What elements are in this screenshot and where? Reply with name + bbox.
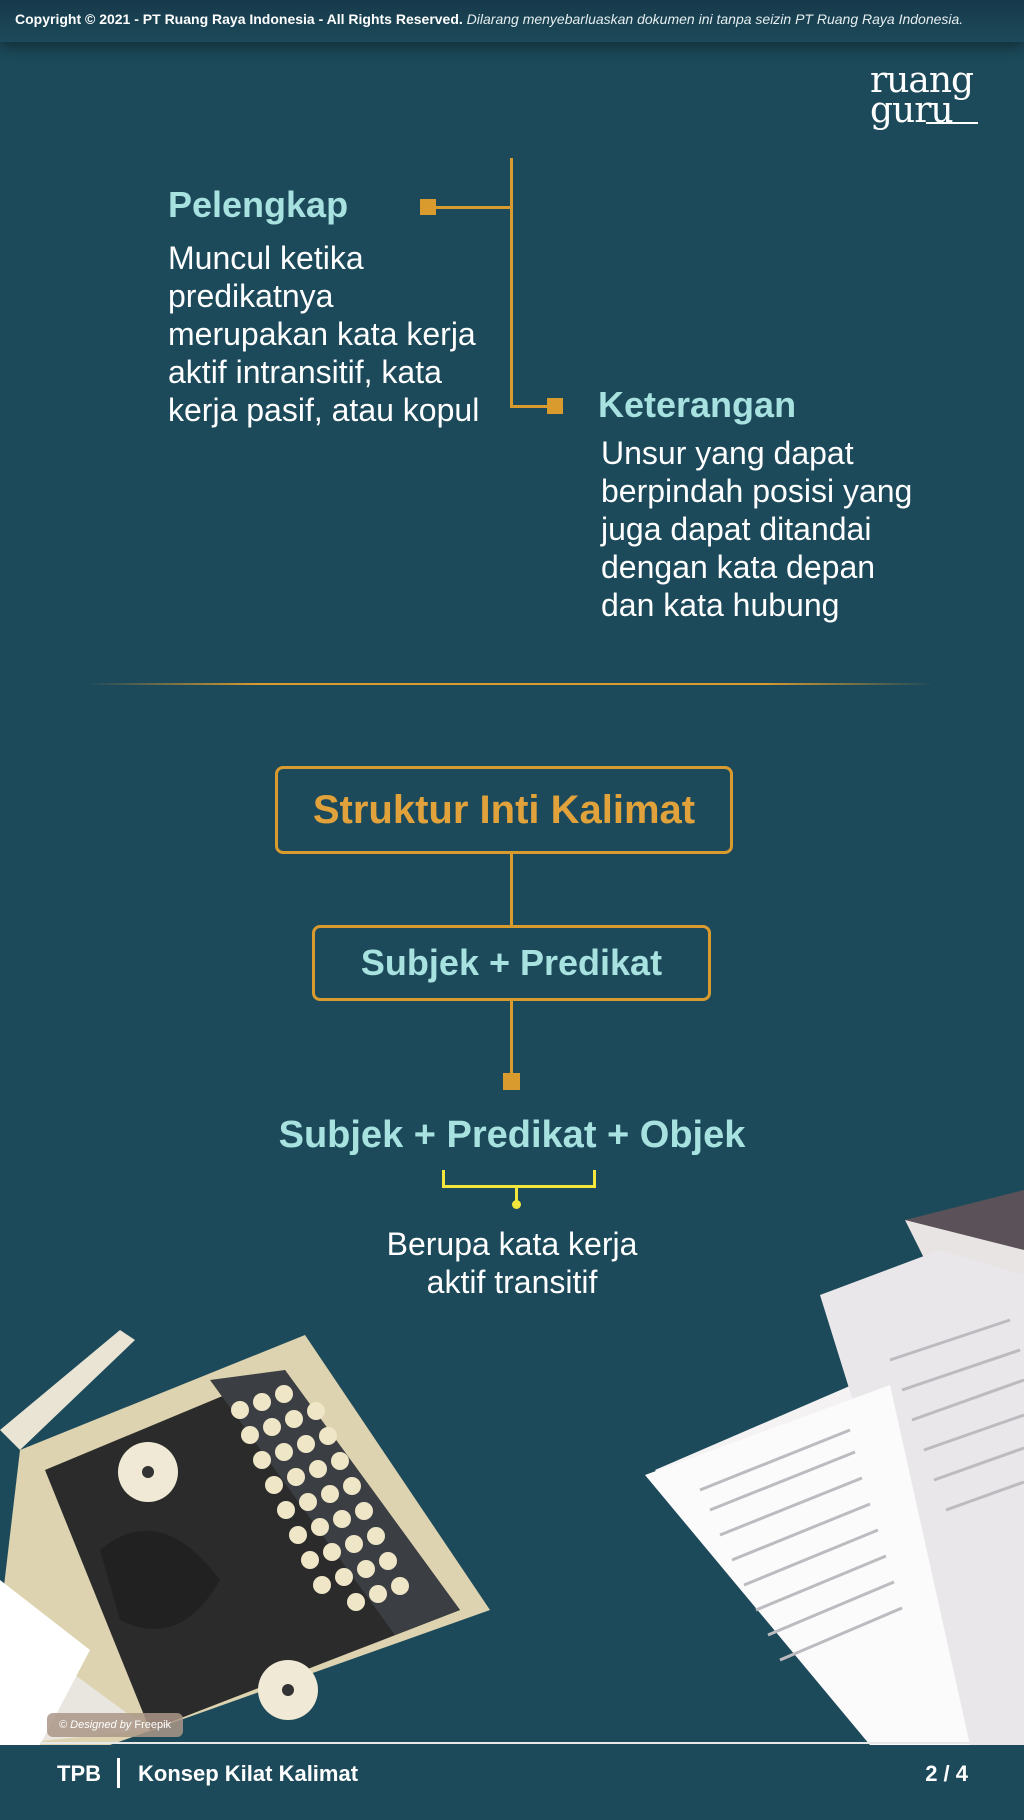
footer-separator [117,1758,120,1788]
keterangan-line: juga dapat ditandai [601,511,872,547]
keterangan-line: dengan kata depan [601,549,876,585]
pelengkap-line: aktif intransitif, kata [168,354,442,390]
typewriter-illustration [0,1330,490,1745]
open-book-illustration [645,1190,1024,1745]
pelengkap-line: predikatnya [168,278,334,314]
ruangguru-logo: ruang guru [870,60,990,129]
objek-note: Berupa kata kerja aktif transitif [0,1225,1024,1301]
credit-prefix: © Designed by [59,1719,132,1731]
objek-bracket [442,1170,596,1188]
keterangan-line: dan kata hubung [601,587,840,623]
keterangan-connector [510,405,555,408]
objek-bracket-stem [515,1187,518,1202]
section-divider [88,683,934,685]
copyright-bar [0,0,1024,42]
footer-title: Konsep Kilat Kalimat [138,1761,359,1786]
keterangan-title: Keterangan [598,384,797,425]
subjek-predikat-objek-label: Subjek + Predikat + Objek [278,1114,746,1156]
objek-note-line: Berupa kata kerja [386,1226,638,1262]
structure-connector-2 [510,1000,513,1078]
objek-note-line: aktif transitif [426,1264,598,1300]
logo-line-1: ruang [870,60,974,101]
keterangan-line: Unsur yang dapat [601,435,854,471]
structure-marker [503,1073,520,1090]
copyright-text: Copyright © 2021 - PT Ruang Raya Indones… [15,11,463,27]
structure-title: Struktur Inti Kalimat [312,787,696,832]
pelengkap-title: Pelengkap [168,184,349,225]
structure-title-box: Struktur Inti Kalimat [275,766,733,854]
logo-underline [926,122,978,124]
keterangan-line: berpindah posisi yang [601,473,913,509]
freepik-credit: © Designed by Freepik [47,1713,184,1737]
keterangan-description: Unsur yang dapat berpindah posisi yang j… [601,434,981,624]
structure-connector-1 [510,853,513,927]
pelengkap-line: Muncul ketika [168,240,364,276]
footer-line [40,1742,978,1744]
pelengkap-line: kerja pasif, atau kopul [168,392,480,428]
credit-name: Freepik [134,1719,172,1731]
pelengkap-marker [420,199,436,215]
pelengkap-description: Muncul ketika predikatnya merupakan kata… [168,239,508,429]
objek-bracket-dot [512,1200,521,1209]
tree-vertical-line [510,158,513,408]
subjek-predikat-box: Subjek + Predikat [312,925,711,1001]
copyright-disclaimer: Dilarang menyebarluaskan dokumen ini tan… [466,11,964,27]
footer-label: TPB [57,1761,101,1786]
page-number: 2 / 4 [925,1761,968,1786]
subjek-predikat-label: Subjek + Predikat [360,942,663,983]
copyright-notice: Copyright © 2021 - PT Ruang Raya Indones… [15,11,1015,27]
pelengkap-line: merupakan kata kerja [168,316,476,352]
keterangan-marker [547,398,563,414]
pelengkap-connector [432,206,512,209]
